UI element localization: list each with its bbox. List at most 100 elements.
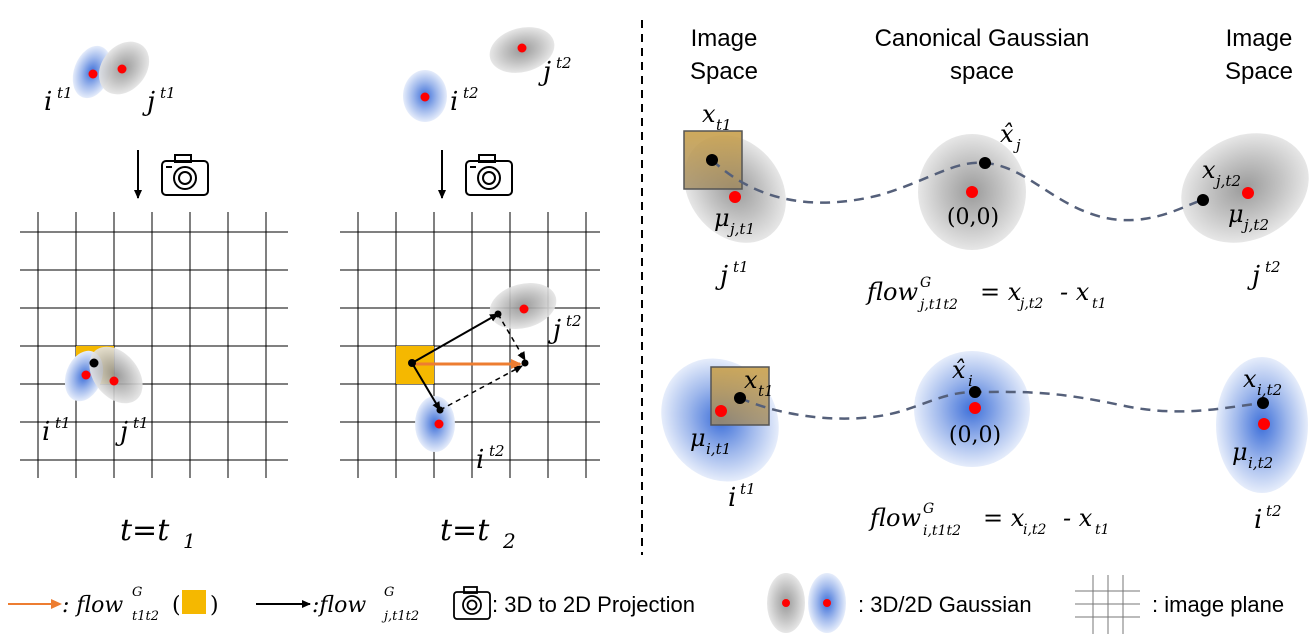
eq-sub: i,t2 bbox=[1023, 522, 1047, 538]
equation-flow-i: flow bbox=[868, 504, 921, 532]
label-i: i bbox=[476, 445, 484, 475]
label-mu-right: μ bbox=[1228, 200, 1244, 228]
red-dot bbox=[715, 405, 727, 417]
label-j: j bbox=[142, 87, 155, 117]
black-dot bbox=[89, 358, 99, 368]
label-xhat-j: x̂ bbox=[1000, 120, 1014, 148]
camera-icon bbox=[465, 154, 513, 196]
legend-sub: t1t2 bbox=[132, 609, 159, 624]
label-sub: i bbox=[968, 372, 973, 390]
flow-arrow-black bbox=[411, 362, 441, 411]
label-sup: t2 bbox=[489, 442, 505, 460]
label-j-t2: j bbox=[1247, 261, 1260, 291]
legend-gaussian-text: : 3D/2D Gaussian bbox=[858, 592, 1032, 617]
black-dot bbox=[706, 154, 718, 166]
label-sup: t2 bbox=[1266, 502, 1282, 520]
header-canonical-2: space bbox=[950, 58, 1014, 85]
header-canonical: Canonical Gaussian bbox=[875, 25, 1090, 52]
camera-icon bbox=[453, 586, 491, 620]
label-sub: t1 bbox=[716, 116, 732, 134]
label-i: i bbox=[42, 417, 50, 447]
eq-sub: i,t1t2 bbox=[923, 523, 961, 539]
legend-sup: G bbox=[384, 585, 394, 600]
black-dot bbox=[1197, 194, 1209, 206]
red-dot bbox=[1258, 418, 1270, 430]
black-dot bbox=[521, 359, 529, 367]
red-dot bbox=[434, 419, 444, 429]
red-dot bbox=[823, 599, 831, 607]
gaussian-j-2d bbox=[89, 346, 143, 404]
flow-arrow-black bbox=[411, 313, 499, 364]
label-sub: j,t2 bbox=[1213, 172, 1241, 190]
eq-sub: t1 bbox=[1095, 522, 1110, 538]
label-sub: j,t1 bbox=[727, 220, 755, 238]
red-dot bbox=[1242, 187, 1254, 199]
label-sup: t1 bbox=[740, 480, 756, 498]
label-sup: t1 bbox=[133, 414, 149, 432]
label-origin: (0,0) bbox=[947, 205, 999, 230]
red-dot bbox=[420, 92, 430, 102]
legend: : flow G t1t2 ( ) :flow G j,t1t2 : 3D to… bbox=[8, 573, 1284, 634]
caption-sub: 1 bbox=[183, 529, 196, 553]
caption-t2: t=t bbox=[440, 513, 490, 548]
legend-sup: G bbox=[132, 585, 142, 600]
dashed-arrow bbox=[439, 365, 523, 411]
red-dot bbox=[729, 191, 741, 203]
label-i: i bbox=[44, 87, 52, 117]
label-sub: j,t2 bbox=[1241, 216, 1269, 234]
black-dot bbox=[734, 392, 746, 404]
black-dot bbox=[979, 157, 991, 169]
legend-grid-icon bbox=[1075, 575, 1140, 634]
label-sup: t2 bbox=[566, 312, 582, 330]
header-image-space-right: Image bbox=[1226, 25, 1293, 52]
label-xhat-i: x̂ bbox=[952, 356, 966, 384]
red-dot bbox=[966, 186, 978, 198]
legend-paren: ) bbox=[210, 593, 219, 618]
eq-rhs1: = x bbox=[983, 504, 1025, 532]
label-mu-right: μ bbox=[1232, 438, 1248, 466]
red-dot bbox=[969, 402, 981, 414]
label-mu: μ bbox=[690, 424, 706, 452]
legend-camera-text: : 3D to 2D Projection bbox=[492, 592, 695, 617]
legend-paren: ( bbox=[172, 593, 181, 618]
label-sup: t1 bbox=[55, 414, 71, 432]
label-i: i bbox=[450, 87, 458, 117]
red-dot bbox=[88, 69, 98, 79]
header-image-space-left-2: Space bbox=[690, 58, 758, 85]
eq-sup: G bbox=[923, 501, 934, 517]
label-x-jt2: x bbox=[1202, 156, 1216, 184]
label-sup: t2 bbox=[463, 84, 479, 102]
legend-sub: j,t1t2 bbox=[381, 609, 419, 624]
red-dot bbox=[517, 43, 527, 53]
label-x-t1: x bbox=[744, 366, 758, 394]
label-sup: t1 bbox=[733, 258, 749, 276]
legend-pixel-square bbox=[182, 590, 206, 614]
label-i-t1: i bbox=[728, 483, 736, 513]
eq-rhs1: = x bbox=[980, 278, 1022, 306]
eq-sub: t1 bbox=[1092, 296, 1107, 312]
caption-sub: 2 bbox=[502, 529, 516, 553]
black-dot bbox=[436, 406, 444, 414]
label-mu: μ bbox=[714, 204, 730, 232]
red-dot bbox=[782, 599, 790, 607]
eq-sup: G bbox=[920, 275, 931, 291]
label-sub: i,t1 bbox=[706, 440, 731, 458]
camera-icon bbox=[161, 154, 209, 196]
label-sub: i,t2 bbox=[1257, 381, 1282, 399]
row-j: x t1 μ j,t1 j t1 x̂ j (0,0) x j,t2 μ j,t… bbox=[683, 100, 1309, 313]
label-x-it2: x bbox=[1243, 365, 1257, 393]
red-dot bbox=[81, 370, 91, 380]
black-dot bbox=[969, 386, 981, 398]
label-j: j bbox=[548, 315, 561, 345]
label-sup: t2 bbox=[556, 54, 572, 72]
eq-rhs2: - x bbox=[1063, 504, 1093, 532]
red-dot bbox=[117, 64, 127, 74]
eq-rhs2: - x bbox=[1060, 278, 1090, 306]
legend-grid-text: : image plane bbox=[1152, 592, 1284, 617]
row-i: x t1 μ i,t1 i t1 x̂ i (0,0) x i,t2 μ i,t… bbox=[661, 351, 1308, 539]
label-sub: t1 bbox=[758, 382, 774, 400]
equation-flow-j: flow bbox=[865, 278, 918, 306]
image-plane-grid bbox=[20, 212, 288, 478]
label-sup: t1 bbox=[160, 84, 176, 102]
